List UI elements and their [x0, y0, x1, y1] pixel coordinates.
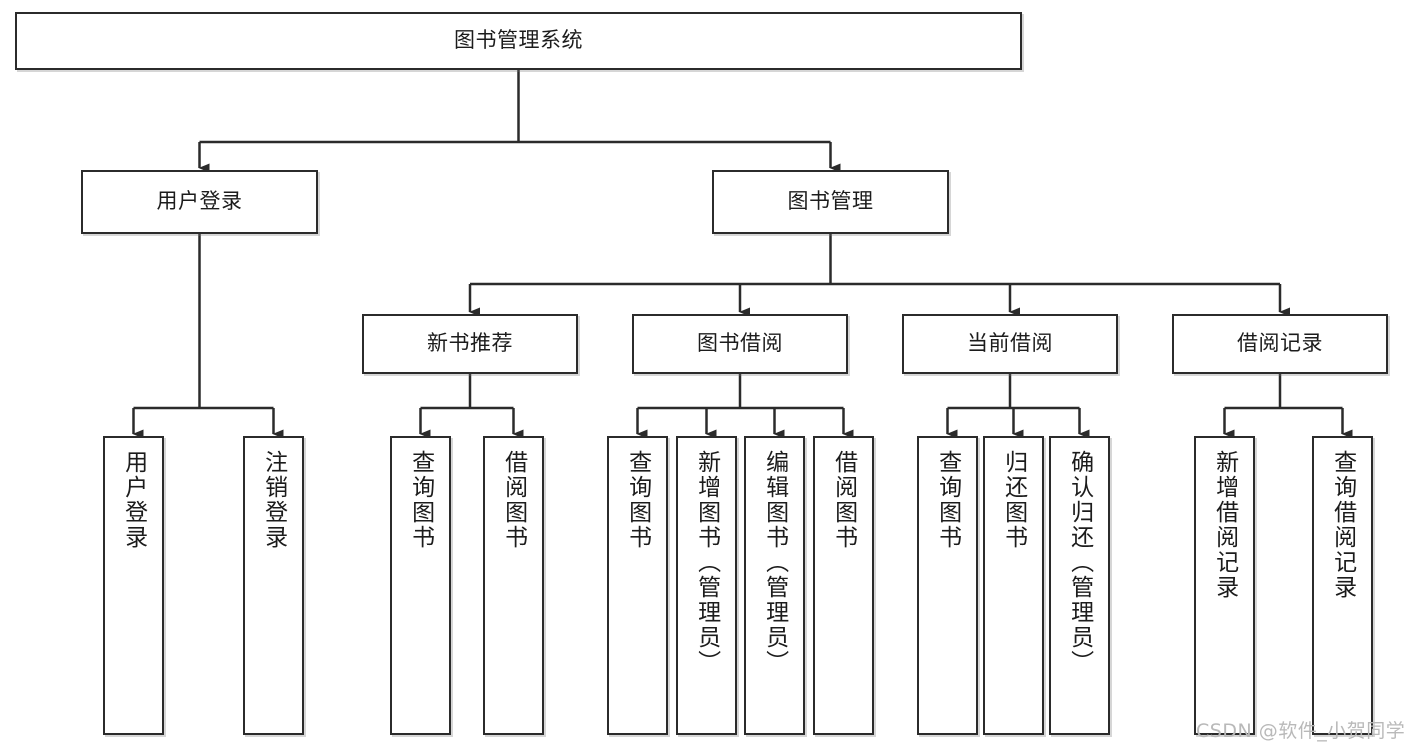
node-new-book-rec[interactable]: 新书推荐: [362, 314, 578, 374]
node-label-book-manage: 图书管理: [787, 189, 874, 214]
node-label-leaf-query-record: 查询借阅记录: [1329, 450, 1356, 600]
node-leaf-edit-book[interactable]: 编辑图书（管理员）: [744, 436, 805, 735]
node-leaf-user-login[interactable]: 用户登录: [103, 436, 164, 735]
node-label-leaf-query-book-borrow: 查询图书: [624, 450, 651, 550]
node-label-leaf-confirm-return: 确认归还（管理员）: [1066, 450, 1093, 675]
node-label-leaf-borrow-book: 借阅图书: [830, 450, 857, 550]
node-label-user-login: 用户登录: [156, 189, 243, 214]
node-label-root: 图书管理系统: [454, 28, 583, 53]
node-leaf-query-book-borrow[interactable]: 查询图书: [607, 436, 668, 735]
node-leaf-add-book[interactable]: 新增图书（管理员）: [676, 436, 737, 735]
node-leaf-return-book[interactable]: 归还图书: [983, 436, 1044, 735]
node-label-current-borrow: 当前借阅: [967, 331, 1053, 356]
node-leaf-query-record[interactable]: 查询借阅记录: [1312, 436, 1373, 735]
node-leaf-user-logout[interactable]: 注销登录: [243, 436, 304, 735]
node-borrow-record[interactable]: 借阅记录: [1172, 314, 1388, 374]
node-current-borrow[interactable]: 当前借阅: [902, 314, 1118, 374]
edge-group: [132, 70, 1353, 439]
node-label-leaf-borrow-book-rec: 借阅图书: [500, 450, 527, 550]
node-label-leaf-user-logout: 注销登录: [260, 450, 287, 550]
node-label-new-book-rec: 新书推荐: [427, 331, 513, 356]
node-leaf-query-book-cur[interactable]: 查询图书: [917, 436, 978, 735]
node-leaf-borrow-book[interactable]: 借阅图书: [813, 436, 874, 735]
node-label-leaf-query-book-rec: 查询图书: [407, 450, 434, 550]
node-leaf-query-book-rec[interactable]: 查询图书: [390, 436, 451, 735]
node-book-manage[interactable]: 图书管理: [712, 170, 949, 234]
node-label-borrow-record: 借阅记录: [1237, 331, 1323, 356]
node-label-leaf-add-book: 新增图书（管理员）: [693, 450, 720, 675]
node-label-leaf-return-book: 归还图书: [1000, 450, 1027, 550]
node-root[interactable]: 图书管理系统: [15, 12, 1022, 70]
node-leaf-borrow-book-rec[interactable]: 借阅图书: [483, 436, 544, 735]
node-leaf-confirm-return[interactable]: 确认归还（管理员）: [1049, 436, 1110, 735]
node-label-leaf-user-login: 用户登录: [120, 450, 147, 550]
csdn-watermark: CSDN @软件_小贺同学: [1196, 720, 1405, 742]
node-leaf-add-record[interactable]: 新增借阅记录: [1194, 436, 1255, 735]
node-label-leaf-edit-book: 编辑图书（管理员）: [761, 450, 788, 675]
node-label-book-borrow: 图书借阅: [697, 331, 783, 356]
node-label-leaf-query-book-cur: 查询图书: [934, 450, 961, 550]
node-book-borrow[interactable]: 图书借阅: [632, 314, 848, 374]
node-user-login[interactable]: 用户登录: [81, 170, 318, 234]
node-label-leaf-add-record: 新增借阅记录: [1211, 450, 1238, 600]
